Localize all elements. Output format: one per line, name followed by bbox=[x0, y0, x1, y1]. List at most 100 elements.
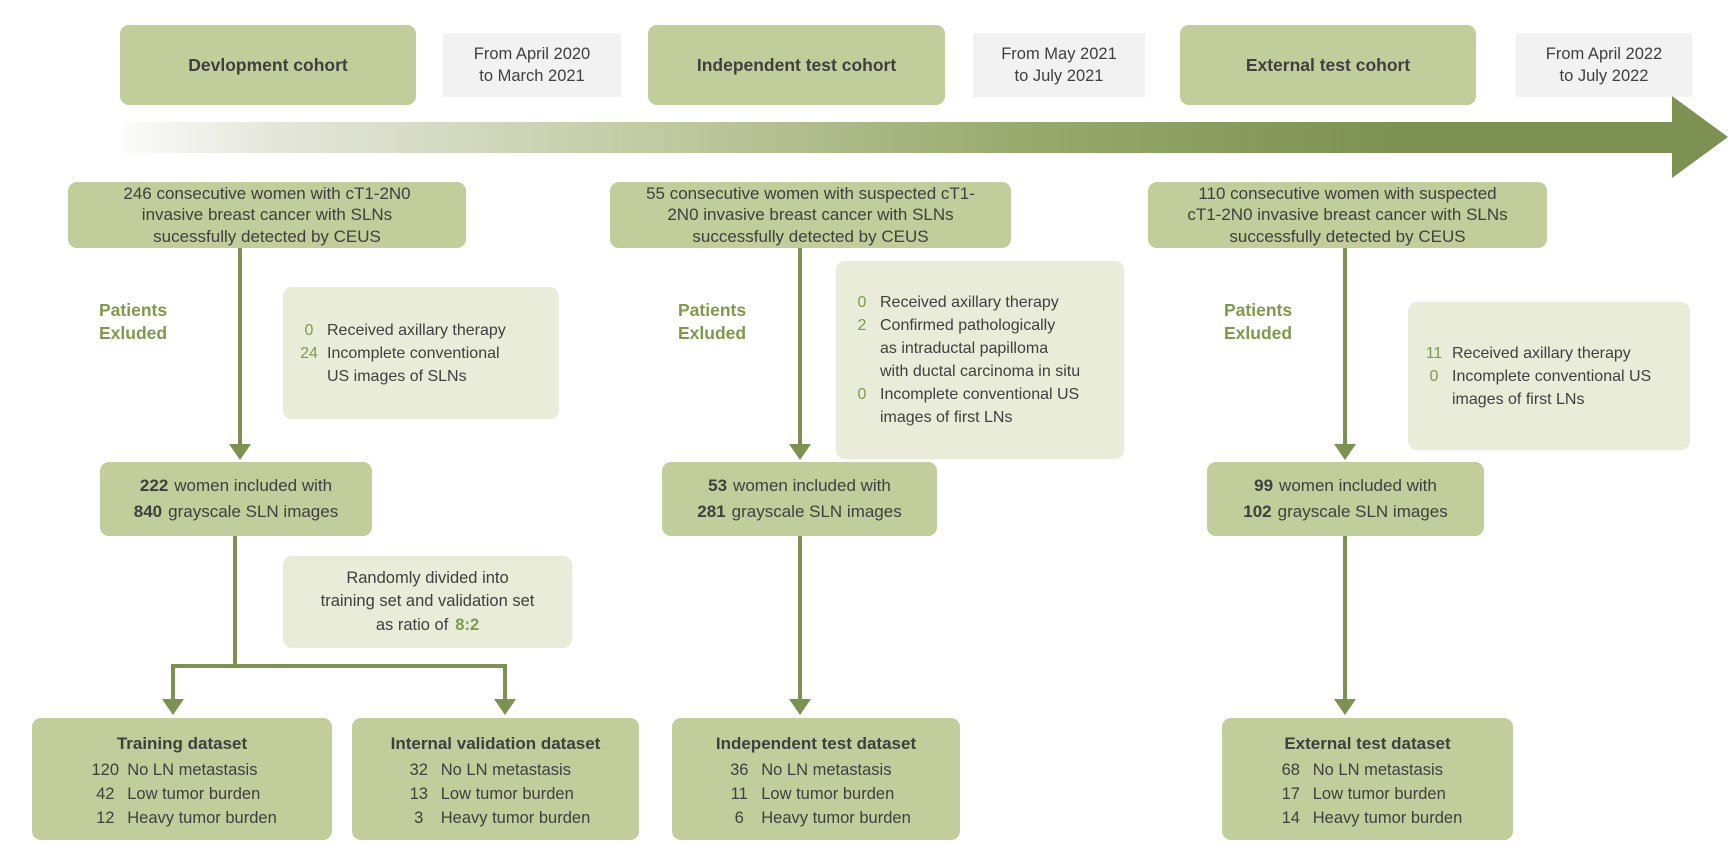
dataset-title: Internal validation dataset bbox=[390, 734, 601, 753]
included-count-women: 99 bbox=[1254, 476, 1274, 495]
exclusion-text: Received axillary therapy bbox=[880, 294, 1059, 311]
included-text: grayscale SLN images bbox=[1277, 502, 1448, 521]
dataset-row: 12 Heavy tumor burden bbox=[87, 806, 277, 830]
training-dataset-box: Training dataset 120 No LN metastasis 42… bbox=[32, 718, 332, 840]
dataset-count: 14 bbox=[1281, 809, 1300, 827]
dataset-count: 12 bbox=[96, 809, 115, 827]
dataset-label: Heavy tumor burden bbox=[1312, 809, 1463, 827]
dataset-row: 120 No LN metastasis bbox=[87, 758, 277, 782]
split-branch-left-line bbox=[171, 664, 175, 700]
exclusion-count: 0 bbox=[857, 294, 867, 311]
exclusion-item: 11 Received axillary therapy bbox=[1422, 342, 1676, 365]
arrow-line-external-exclusion bbox=[1343, 248, 1347, 444]
exclusion-box-external: 11 Received axillary therapy 0 Incomplet… bbox=[1408, 302, 1690, 450]
arrowhead-down-icon bbox=[494, 699, 516, 715]
dataset-label: Heavy tumor burden bbox=[440, 809, 591, 827]
dataset-count: 13 bbox=[409, 785, 428, 803]
arrowhead-down-icon bbox=[1334, 699, 1356, 715]
arrow-line-development-exclusion bbox=[238, 248, 242, 444]
timeline-arrow-shaft bbox=[123, 122, 1674, 153]
exclusion-item: 0 Received axillary therapy bbox=[297, 319, 545, 342]
exclusion-item: 2 Confirmed pathologically as intraducta… bbox=[850, 314, 1110, 383]
arrowhead-down-icon bbox=[1334, 444, 1356, 460]
included-line: 99 women included with bbox=[1207, 474, 1484, 498]
exclusion-count: 0 bbox=[1429, 367, 1439, 385]
exclusion-item: 0 Incomplete conventional US images of f… bbox=[850, 383, 1110, 429]
exclusion-box-independent: 0 Received axillary therapy 2 Confirmed … bbox=[836, 261, 1124, 459]
patients-excluded-label-development: Patients Exluded bbox=[99, 300, 168, 343]
dataset-rows: 120 No LN metastasis 42 Low tumor burden… bbox=[87, 758, 277, 830]
exclusion-text: Confirmed pathologically as intraductal … bbox=[880, 317, 1081, 380]
date-range-development: From April 2020 to March 2021 bbox=[443, 33, 621, 97]
included-count-images: 840 bbox=[133, 502, 163, 521]
dataset-row: 13 Low tumor burden bbox=[401, 782, 591, 806]
included-text: grayscale SLN images bbox=[731, 502, 902, 521]
included-count-women: 53 bbox=[708, 476, 728, 495]
dataset-count: 42 bbox=[96, 785, 115, 803]
exclusion-item: 0 Received axillary therapy bbox=[850, 291, 1110, 314]
patients-excluded-label-independent: Patients Exluded bbox=[678, 300, 747, 343]
dataset-label: Low tumor burden bbox=[440, 785, 574, 803]
exclusion-text: Incomplete conventional US images of SLN… bbox=[327, 344, 500, 385]
dataset-count: 6 bbox=[734, 809, 744, 827]
dataset-count: 32 bbox=[409, 761, 428, 779]
exclusion-text: Received axillary therapy bbox=[1452, 344, 1631, 362]
exclusion-count: 24 bbox=[300, 344, 318, 362]
independent-test-dataset-box: Independent test dataset 36 No LN metast… bbox=[672, 718, 960, 840]
split-branch-right-line bbox=[503, 664, 507, 700]
dataset-rows: 68 No LN metastasis 17 Low tumor burden … bbox=[1273, 758, 1463, 830]
initial-box-independent-test: 55 consecutive women with suspected cT1-… bbox=[610, 182, 1011, 248]
dataset-label: Low tumor burden bbox=[761, 785, 895, 803]
patients-excluded-label-external: Patients Exluded bbox=[1224, 300, 1293, 343]
exclusion-text: Incomplete conventional US images of fir… bbox=[880, 386, 1080, 426]
exclusion-item: 0 Incomplete conventional US images of f… bbox=[1422, 365, 1676, 411]
random-split-text: Randomly divided into training set and v… bbox=[320, 568, 535, 634]
included-count-images: 102 bbox=[1243, 502, 1272, 521]
dataset-label: Low tumor burden bbox=[127, 785, 261, 803]
split-ratio: 8:2 bbox=[455, 615, 480, 634]
timeline-arrowhead-icon bbox=[1672, 96, 1728, 178]
dataset-rows: 32 No LN metastasis 13 Low tumor burden … bbox=[401, 758, 591, 830]
exclusion-count: 2 bbox=[857, 317, 867, 334]
included-line: 102 grayscale SLN images bbox=[1207, 500, 1484, 524]
included-line: 281 grayscale SLN images bbox=[662, 500, 937, 524]
split-horizontal-line bbox=[171, 664, 507, 668]
exclusion-box-development: 0 Received axillary therapy 24 Incomplet… bbox=[283, 287, 559, 419]
dataset-row: 32 No LN metastasis bbox=[401, 758, 591, 782]
included-box-independent: 53 women included with 281 grayscale SLN… bbox=[662, 462, 937, 536]
included-text: women included with bbox=[733, 476, 891, 495]
dataset-count: 120 bbox=[91, 761, 120, 779]
dataset-row: 11 Low tumor burden bbox=[721, 782, 911, 806]
dataset-label: No LN metastasis bbox=[127, 761, 258, 779]
arrow-line-independent-dataset bbox=[798, 536, 802, 699]
external-test-dataset-box: External test dataset 68 No LN metastasi… bbox=[1222, 718, 1513, 840]
dataset-row: 17 Low tumor burden bbox=[1273, 782, 1463, 806]
arrowhead-down-icon bbox=[229, 444, 251, 460]
random-split-note: Randomly divided into training set and v… bbox=[283, 556, 572, 648]
exclusion-count: 11 bbox=[1425, 344, 1443, 362]
dataset-label: No LN metastasis bbox=[761, 761, 892, 779]
dataset-row: 14 Heavy tumor burden bbox=[1273, 806, 1463, 830]
dataset-row: 42 Low tumor burden bbox=[87, 782, 277, 806]
cohort-header-development: Devlopment cohort bbox=[120, 25, 416, 105]
dataset-label: No LN metastasis bbox=[440, 761, 571, 779]
exclusion-item: 24 Incomplete conventional US images of … bbox=[297, 342, 545, 388]
included-text: women included with bbox=[1279, 476, 1437, 495]
included-box-external: 99 women included with 102 grayscale SLN… bbox=[1207, 462, 1484, 536]
split-stem-line bbox=[233, 536, 237, 666]
exclusion-text: Incomplete conventional US images of fir… bbox=[1452, 367, 1652, 408]
arrowhead-down-icon bbox=[789, 699, 811, 715]
dataset-count: 17 bbox=[1281, 785, 1300, 803]
dataset-label: Heavy tumor burden bbox=[761, 809, 911, 827]
initial-box-external-test: 110 consecutive women with suspected cT1… bbox=[1148, 182, 1547, 248]
dataset-title: Training dataset bbox=[116, 734, 248, 753]
date-range-independent-test: From May 2021 to July 2021 bbox=[973, 33, 1145, 97]
dataset-label: Heavy tumor burden bbox=[127, 809, 277, 827]
exclusion-count: 0 bbox=[857, 386, 867, 403]
dataset-row: 36 No LN metastasis bbox=[721, 758, 911, 782]
dataset-title: Independent test dataset bbox=[715, 734, 917, 753]
included-line: 840 grayscale SLN images bbox=[100, 500, 372, 524]
exclusion-text: Received axillary therapy bbox=[327, 321, 506, 339]
random-split-note-box: Randomly divided into training set and v… bbox=[283, 556, 572, 648]
